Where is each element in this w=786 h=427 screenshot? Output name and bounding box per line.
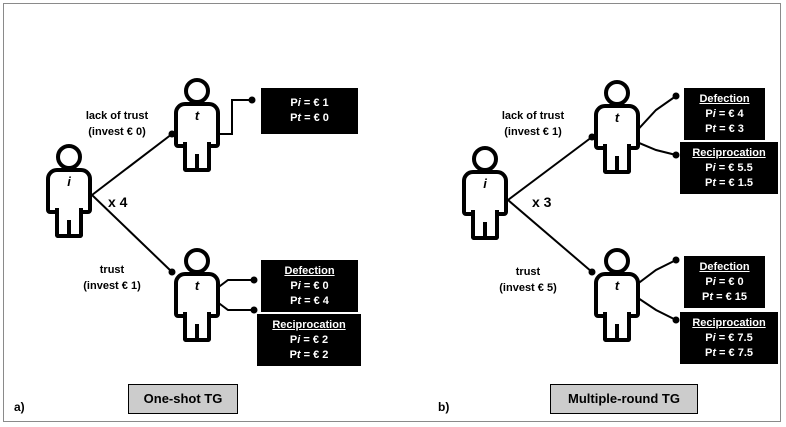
node-dot [250,306,258,314]
person-leg-split [195,154,199,172]
person-leg-split [67,220,71,238]
node-dot [672,256,680,264]
node-dot [588,133,596,141]
panel-letter-b: b) [438,400,450,414]
choice-line: lack of trust [501,110,565,122]
choice-line: trust [99,264,125,276]
person-leg-split [615,324,619,342]
trustee-label: t [614,278,620,293]
node-dot [250,276,258,284]
person-head [472,146,498,172]
choice-line: trust [515,266,541,278]
connector-b-reciprocation [631,293,677,321]
outcome-box-b-upper-defection: Defection Pi = € 4 Pt = € 3 [684,88,765,140]
outcome-box-b-reciprocation: Reciprocation Pi = € 7.5 Pt = € 7.5 [680,312,778,364]
outcome-title: Reciprocation [692,317,766,329]
node-dot [248,96,256,104]
trustee-payoff: Pt = € 15 [702,291,747,303]
trustee-payoff: Pt = € 0 [290,112,329,124]
node-dot [168,130,176,138]
connector-b-upper-defection [631,95,677,137]
trustee-label: t [194,278,200,293]
investor-payoff: Pi = € 1 [290,97,329,109]
outcome-box-a-upper: Pi = € 1 Pt = € 0 [261,88,358,134]
branch-a-lower [91,194,173,273]
outcome-box-b-upper-reciprocation: Reciprocation Pi = € 5.5 Pt = € 1.5 [680,142,778,194]
investor-label: i [483,176,487,191]
person-head [56,144,82,170]
investor-payoff: Pi = € 7.5 [705,332,753,344]
person-head [604,248,630,274]
choice-line: (invest € 1) [83,280,141,292]
outcome-title: Defection [699,93,750,105]
choice-label-b-lower: trust (invest € 5) [478,264,578,296]
person-head [184,248,210,274]
investor-payoff: Pi = € 2 [289,334,329,346]
branch-b-upper [507,136,593,201]
outcome-title: Reciprocation [692,147,766,159]
investor-payoff: Pi = € 0 [705,276,744,288]
trustee-label: t [614,110,620,125]
choice-line: (invest € 0) [88,126,146,138]
node-dot [672,151,680,159]
investor-figure-a: i [42,144,94,240]
trustee-payoff: Pt = € 2 [289,349,329,361]
node-dot [672,316,680,324]
outcome-box-b-defection: Defection Pi = € 0 Pt = € 15 [684,256,765,308]
trustee-payoff: Pt = € 1.5 [704,177,754,189]
outcome-box-a-defection: Defection Pi = € 0 Pt = € 4 [261,260,358,312]
investor-label: i [67,174,71,189]
investor-payoff: Pi = € 4 [705,108,744,120]
choice-label-a-lower: trust (invest € 1) [62,262,162,294]
trustee-figure-b-upper: t [590,80,642,176]
node-dot [588,268,596,276]
investor-payoff: Pi = € 0 [290,280,329,292]
node-dot [672,92,680,100]
trustee-payoff: Pt = € 7.5 [704,347,754,359]
choice-line: lack of trust [85,110,149,122]
figure-frame [3,3,781,422]
outcome-title: Reciprocation [272,319,346,331]
choice-label-b-upper: lack of trust (invest € 1) [478,108,588,140]
choice-line: (invest € 5) [499,282,557,294]
trustee-figure-b-lower: t [590,248,642,344]
person-leg-split [483,222,487,240]
multiplier-b: x 3 [532,194,552,210]
caption-a: One-shot TG [128,384,238,414]
person-head [604,80,630,106]
node-dot [168,268,176,276]
trustee-figure-a-upper: t [170,78,222,174]
choice-label-a-upper: lack of trust (invest € 0) [62,108,172,140]
person-leg-split [195,324,199,342]
caption-b: Multiple-round TG [550,384,698,414]
outcome-title: Defection [699,261,750,273]
connector-b-defection [631,259,677,289]
branch-b-lower [507,199,593,273]
investor-figure-b: i [458,146,510,242]
choice-line: (invest € 1) [504,126,562,138]
trustee-label: t [194,108,200,123]
person-head [184,78,210,104]
outcome-title: Defection [284,265,335,277]
multiplier-a: x 4 [108,194,128,210]
panel-letter-a: a) [14,400,25,414]
trustee-figure-a-lower: t [170,248,222,344]
connector-b-upper-reciprocation [631,139,677,156]
person-leg-split [615,156,619,174]
trustee-payoff: Pt = € 3 [705,123,744,135]
outcome-box-a-reciprocation: Reciprocation Pi = € 2 Pt = € 2 [257,314,361,366]
trustee-payoff: Pt = € 4 [290,295,329,307]
investor-payoff: Pi = € 5.5 [705,162,753,174]
branch-a-upper [91,133,173,196]
